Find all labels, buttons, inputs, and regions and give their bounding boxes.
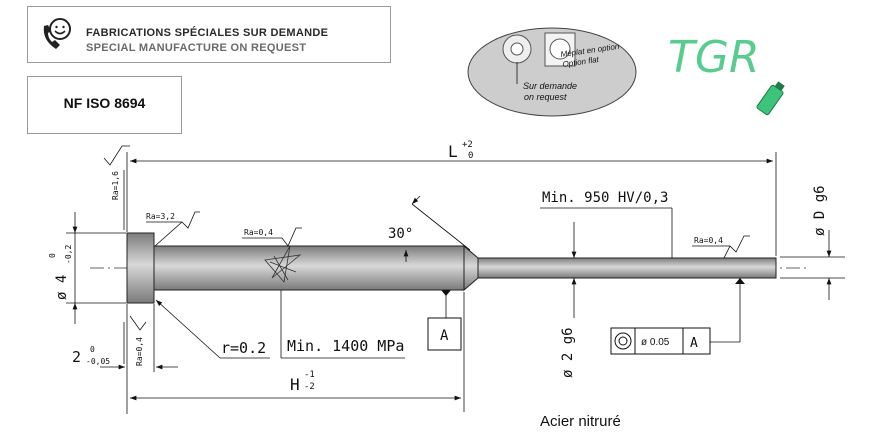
ra04-pin-label: Ra=0,4 [694, 236, 723, 245]
concentricity-value: ø 0.05 [641, 337, 670, 348]
bubble-request-en: on request [524, 92, 567, 102]
shank-dia-label: ø 2 g6 [560, 327, 576, 378]
head-dia-upper: 0 [48, 253, 57, 258]
dim-L-upper: +2 [462, 140, 473, 150]
logo-text: TGR [668, 32, 760, 83]
pin-end-icon [502, 32, 576, 67]
ra04-head-label: Ra=0,4 [135, 337, 144, 366]
banner-line-en: SPECIAL MANUFACTURE ON REQUEST [86, 42, 307, 54]
datum-a-label: A [440, 328, 449, 344]
head-thk-upper: 0 [90, 345, 95, 354]
special-manufacture-banner: FABRICATIONS SPÉCIALES SUR DEMANDE SPECI… [27, 6, 391, 63]
tensile-label: Min. 1400 MPa [287, 337, 404, 355]
phone-smile-icon [43, 18, 71, 49]
dim-H-upper: -1 [304, 370, 315, 380]
roughness-ra04-head: Ra=0,4 [123, 315, 147, 366]
head-thk-lower: -0,05 [86, 357, 110, 366]
roughness-ra04-pin: Ra=0,4 [692, 235, 750, 259]
angle-label: 30° [388, 226, 413, 242]
ra16-label: Ra=1,6 [111, 171, 120, 200]
hardness-callout: Min. 950 HV/0,3 [540, 190, 673, 258]
dim-H: H -1 -2 [130, 292, 465, 412]
standard-box: NF ISO 8694 [27, 76, 182, 134]
roughness-ra04-body: Ra=0,4 [242, 227, 302, 247]
standard-label: NF ISO 8694 [63, 95, 146, 111]
bubble-request-fr: Sur demande [523, 81, 577, 91]
head-dia-label: ø 4 [54, 275, 70, 300]
dim-head-thickness: 2 0 -0,05 [72, 304, 178, 414]
optional-flat-bubble: Méplat en option Option flat Sur demande… [467, 27, 637, 117]
hardness-label: Min. 950 HV/0,3 [542, 190, 668, 206]
spray-can-icon [756, 81, 785, 116]
ejector-pin [126, 232, 777, 304]
banner-line-fr: FABRICATIONS SPÉCIALES SUR DEMANDE [86, 27, 329, 39]
dim-L-label: L [448, 142, 458, 161]
dim-pin-diameter: ø D g6 [780, 185, 845, 300]
tensile-callout: Min. 1400 MPa [280, 290, 405, 359]
dim-L-lower: 0 [468, 151, 473, 161]
ra04-body-label: Ra=0,4 [244, 228, 273, 237]
radius-label: r=0.2 [221, 339, 266, 357]
concentricity-ref: A [690, 336, 698, 351]
pin-dia-label: ø D g6 [812, 185, 828, 236]
dim-H-label: H [290, 375, 300, 394]
concentricity-frame: ø 0.05 A [610, 278, 745, 355]
radius-callout: r=0.2 [155, 299, 270, 359]
dim-H-lower: -2 [304, 382, 315, 392]
tgr-star-mark [264, 245, 302, 283]
roughness-ra16: Ra=1,6 [103, 145, 130, 230]
angle-callout: 30° [388, 195, 471, 262]
dim-head-diameter: ø 4 0 -0,2 [48, 212, 126, 324]
head-thk-label: 2 [72, 348, 81, 366]
material-note: Acier nitruré [540, 413, 621, 430]
concentricity-icon [614, 332, 632, 350]
dim-shank-diameter: ø 2 g6 [560, 222, 577, 378]
tgr-logo: TGR [668, 32, 785, 116]
head-dia-lower: -0,2 [64, 245, 73, 264]
dim-L: L +2 0 [126, 140, 777, 256]
ra32-label: Ra=3,2 [146, 212, 175, 221]
roughness-ra32: Ra=3,2 [146, 211, 200, 247]
datum-a: A [427, 290, 462, 351]
